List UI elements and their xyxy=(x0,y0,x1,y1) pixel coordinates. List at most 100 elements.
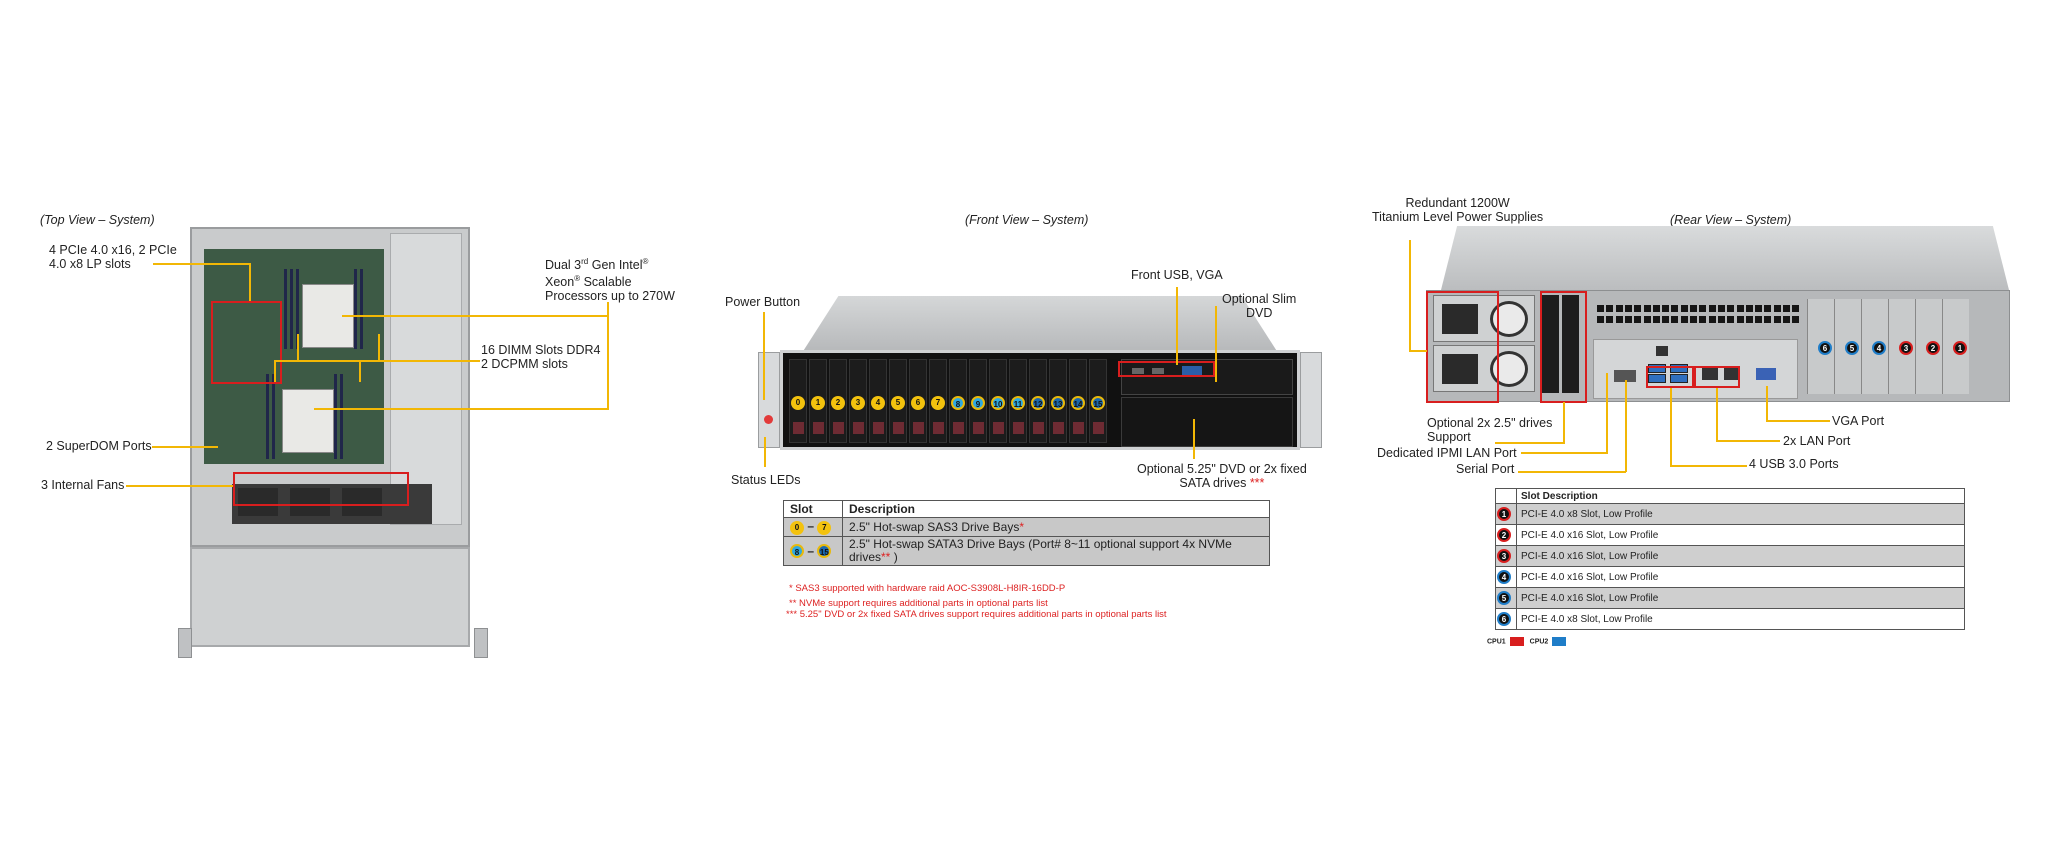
drive-bay[interactable]: 15 xyxy=(1089,359,1107,443)
drive-bay-number: 0 xyxy=(791,396,805,410)
drive-bay[interactable]: 14 xyxy=(1069,359,1087,443)
cpu2-swatch xyxy=(1552,637,1567,646)
drive-latch xyxy=(1053,422,1064,434)
th-slot-description: Slot Description xyxy=(1516,488,1965,504)
drive-bay-number: 9 xyxy=(971,396,985,410)
drive-bay[interactable]: 11 xyxy=(1009,359,1027,443)
note-dvd: *** 5.25" DVD or 2x fixed SATA drives su… xyxy=(786,609,1167,620)
drive-bay-number: 14 xyxy=(1071,396,1085,410)
front-usb-port xyxy=(1132,368,1144,374)
drive-bay[interactable]: 2 xyxy=(829,359,847,443)
drive-bay-number: 8 xyxy=(951,396,965,410)
vent-hole xyxy=(1597,316,1604,323)
drive-latch xyxy=(1093,422,1104,434)
vent-hole xyxy=(1624,316,1632,323)
drive-latch xyxy=(893,422,904,434)
drive-bay[interactable]: 6 xyxy=(909,359,927,443)
drive-bay-number: 7 xyxy=(931,396,945,410)
th-slot: Slot xyxy=(783,500,843,518)
drive-bay-number: 2 xyxy=(831,396,845,410)
drive-bay[interactable]: 10 xyxy=(989,359,1007,443)
pcie-slot-number: 1 xyxy=(1953,341,1967,355)
drive-bay[interactable]: 9 xyxy=(969,359,987,443)
pcie-slot-number: 4 xyxy=(1872,341,1886,355)
pcie-slot: 2 xyxy=(1915,299,1942,394)
drive-latch xyxy=(1073,422,1084,434)
power-supply-1 xyxy=(1433,295,1535,342)
vent-hole xyxy=(1652,316,1660,323)
label-internal-fans: 3 Internal Fans xyxy=(41,478,125,492)
pcie-slot: 1 xyxy=(1942,299,1969,394)
table-row: 0 – 7 2.5" Hot-swap SAS3 Drive Bays* xyxy=(783,517,1270,537)
drive-bay[interactable]: 0 xyxy=(789,359,807,443)
label-power-button: Power Button xyxy=(725,295,801,309)
vent-hole xyxy=(1736,305,1744,312)
top-view-front-panel xyxy=(190,547,470,647)
drive-bay-number: 13 xyxy=(1051,396,1065,410)
drive-latch xyxy=(813,422,824,434)
drive-bay-number: 6 xyxy=(911,396,925,410)
drive-bay[interactable]: 3 xyxy=(849,359,867,443)
power-button[interactable] xyxy=(764,415,773,424)
power-supply-2 xyxy=(1433,345,1535,392)
label-front-usb-vga: Front USB, VGA xyxy=(1131,268,1223,282)
ipmi-lan-port xyxy=(1656,346,1668,356)
drive-bay-number: 15 xyxy=(1091,396,1105,410)
drive-bay[interactable]: 5 xyxy=(889,359,907,443)
drive-bay[interactable]: 12 xyxy=(1029,359,1047,443)
rear-drives-highlight xyxy=(1540,291,1587,403)
label-status-leds: Status LEDs xyxy=(731,473,801,487)
drive-latch xyxy=(953,422,964,434)
rear-io-panel xyxy=(1593,339,1798,399)
drive-bay[interactable]: 8 xyxy=(949,359,967,443)
front-view-caption: (Front View – System) xyxy=(965,213,1089,227)
drive-bay-number: 5 xyxy=(891,396,905,410)
drive-latch xyxy=(873,422,884,434)
drive-latch xyxy=(913,422,924,434)
pcie-slot: 3 xyxy=(1888,299,1915,394)
cpu1-swatch xyxy=(1509,637,1524,646)
note-sas3: * SAS3 supported with hardware raid AOC-… xyxy=(789,583,1066,594)
pcie-slots-highlight xyxy=(211,301,282,384)
lan-port-2 xyxy=(1724,366,1740,380)
vent-hole xyxy=(1643,305,1651,312)
drive-bay-number: 10 xyxy=(991,396,1005,410)
pcie-slot: 6 xyxy=(1807,299,1834,394)
slot-number-badge: 3 xyxy=(1497,549,1511,563)
drive-latch xyxy=(1013,422,1024,434)
dvd-bay xyxy=(1121,397,1293,447)
label-processors: Dual 3rd Gen Intel® Xeon® Scalable Proce… xyxy=(545,257,675,304)
vent-hole xyxy=(1773,316,1781,323)
drive-bay[interactable]: 4 xyxy=(869,359,887,443)
label-ipmi-port: Dedicated IPMI LAN Port xyxy=(1377,446,1517,460)
drive-bay[interactable]: 13 xyxy=(1049,359,1067,443)
drive-bay[interactable]: 7 xyxy=(929,359,947,443)
vent-hole xyxy=(1773,305,1781,312)
vent-hole xyxy=(1606,316,1614,323)
drive-latch xyxy=(793,422,804,434)
slot-description: PCI-E 4.0 x16 Slot, Low Profile xyxy=(1516,545,1965,567)
vent-hole xyxy=(1680,305,1688,312)
vent-hole xyxy=(1792,316,1800,323)
drive-bay[interactable]: 1 xyxy=(809,359,827,443)
slot-description: PCI-E 4.0 x16 Slot, Low Profile xyxy=(1516,587,1965,609)
drive-latch xyxy=(933,422,944,434)
rear-drive-bay-1 xyxy=(1542,295,1559,393)
vent-hole xyxy=(1745,305,1753,312)
vent-hole xyxy=(1745,316,1753,323)
vent-hole xyxy=(1755,316,1763,323)
top-view-caption: (Top View – System) xyxy=(40,213,155,227)
cpu-legend: CPU1 CPU2 xyxy=(1487,637,1570,646)
pcie-slot-number: 3 xyxy=(1899,341,1913,355)
vent-hole xyxy=(1662,316,1670,323)
front-io-panel xyxy=(1121,359,1293,395)
table-row: 8 – 15 2.5" Hot-swap SATA3 Drive Bays (P… xyxy=(783,536,1270,566)
